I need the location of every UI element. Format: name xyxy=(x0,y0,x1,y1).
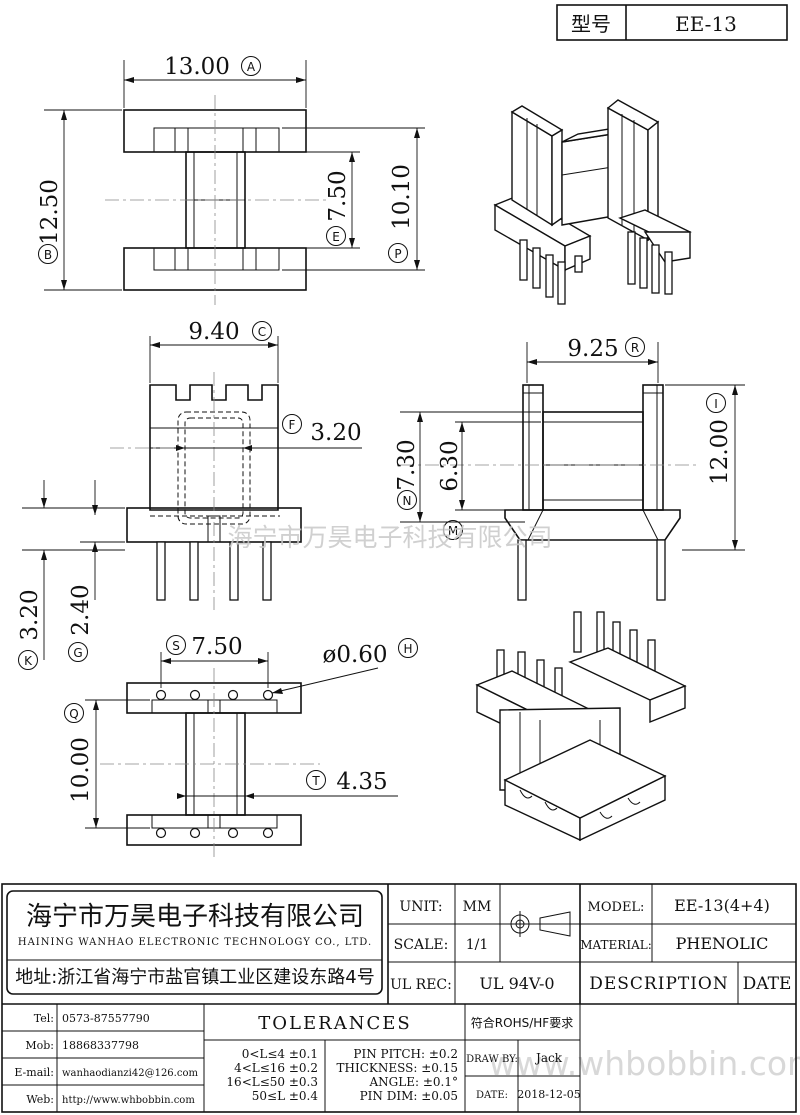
front-width-value: 9.40 xyxy=(188,319,239,345)
bottom-height-value: 10.00 xyxy=(68,737,94,803)
tol-length-row-4: 50≤L ±0.4 xyxy=(252,1089,319,1103)
top-width-ref: A xyxy=(247,60,256,74)
contact-web-value: http://www.whbobbin.com xyxy=(62,1095,195,1106)
date-label: DATE xyxy=(743,974,792,994)
scale-value: 1/1 xyxy=(466,937,489,953)
tol-length-row-3: 16<L≤50 ±0.3 xyxy=(226,1075,318,1089)
bottom-pindia-value: ø0.60 xyxy=(322,642,387,668)
front-pinlen-value: 2.40 xyxy=(68,584,94,635)
type-value: EE-13 xyxy=(675,12,737,36)
model-label: MODEL: xyxy=(588,900,645,915)
side-width-value: 9.25 xyxy=(567,336,618,362)
description-label: DESCRIPTION xyxy=(589,974,729,994)
tol-other-row-3: ANGLE: ±0.1° xyxy=(369,1075,458,1089)
unit-label: UNIT: xyxy=(399,899,442,915)
side-winouter-ref: N xyxy=(403,494,412,508)
side-wininner-value: 6.30 xyxy=(437,440,463,491)
drawby-label: DRAW BY: xyxy=(466,1054,518,1065)
date-row-value: 2018-12-05 xyxy=(517,1088,580,1101)
contact-web-label: Web: xyxy=(26,1093,54,1106)
top-height-value: 12.50 xyxy=(37,179,63,245)
unit-value: MM xyxy=(463,899,492,915)
tol-length-row-2: 4<L≤16 ±0.2 xyxy=(234,1061,318,1075)
bottom-core-ref: T xyxy=(311,774,320,788)
front-slot-ref: F xyxy=(289,418,296,432)
title-block: 海宁市万昊电子科技有限公司 HAINING WANHAO ELECTRONIC … xyxy=(1,883,797,1113)
bottom-height-ref: Q xyxy=(69,707,78,721)
company-name-cn: 海宁市万昊电子科技有限公司 xyxy=(26,902,364,932)
front-baseh-ref: K xyxy=(24,654,33,668)
front-width-ref: C xyxy=(258,325,266,339)
top-inner-value: 7.50 xyxy=(325,170,351,221)
contact-tel-label: Tel: xyxy=(34,1012,54,1025)
front-baseh-value: 3.20 xyxy=(17,589,43,640)
tol-other-row-1: PIN PITCH: ±0.2 xyxy=(353,1047,458,1061)
top-flange-ref: P xyxy=(394,247,401,261)
front-slot-value: 3.20 xyxy=(310,420,361,446)
side-width-ref: R xyxy=(631,341,639,355)
side-view: 9.25 R 12.00 I 7.30 N 6.30 M xyxy=(394,336,745,601)
contact-mob-label: Mob: xyxy=(25,1039,54,1052)
header-box: 型号 EE-13 xyxy=(556,4,788,41)
ulrec-value: UL 94V-0 xyxy=(479,974,554,993)
material-label: MATERIAL: xyxy=(580,938,652,952)
isometric-view-bottom xyxy=(475,611,687,842)
bottom-pitch-value: 7.50 xyxy=(191,634,242,660)
top-width-value: 13.00 xyxy=(164,54,230,80)
ulrec-label: UL REC: xyxy=(390,977,452,993)
rohs-note: 符合ROHS/HF要求 xyxy=(471,1015,573,1030)
tol-other-row-2: THICKNESS: ±0.15 xyxy=(337,1061,458,1075)
contact-mob-value: 18868337798 xyxy=(62,1039,139,1052)
tol-other-row-4: PIN DIM: ±0.05 xyxy=(360,1089,458,1103)
side-wininner-ref: M xyxy=(448,524,458,538)
bottom-pitch-ref: S xyxy=(172,639,180,653)
front-pinlen-ref: G xyxy=(73,646,82,660)
top-flange-value: 10.10 xyxy=(389,164,415,230)
contact-email-value: wanhaodianzi42@126.com xyxy=(62,1068,198,1079)
date-row-label: DATE: xyxy=(476,1090,508,1101)
side-height-value: 12.00 xyxy=(707,419,733,485)
top-height-ref: B xyxy=(44,248,52,262)
side-winouter-value: 7.30 xyxy=(394,439,420,490)
contact-email-label: E-mail: xyxy=(14,1066,54,1079)
contact-tel-value: 0573-87557790 xyxy=(62,1012,150,1025)
watermark-center: 海宁市万昊电子科技有限公司 xyxy=(227,523,552,552)
projection-symbol xyxy=(507,911,571,937)
company-address: 地址:浙江省海宁市盐官镇工业区建设东路4号 xyxy=(15,967,375,988)
side-height-ref: I xyxy=(714,397,718,411)
bottom-pindia-ref: H xyxy=(403,642,412,656)
material-value: PHENOLIC xyxy=(676,934,769,953)
model-value: EE-13(4+4) xyxy=(674,896,770,915)
front-view: 9.40 C F 3.20 3.20 K 2.40 G xyxy=(17,319,362,670)
scale-label: SCALE: xyxy=(394,937,449,953)
tolerances-title: TOLERANCES xyxy=(258,1013,411,1034)
isometric-view-top xyxy=(493,99,692,305)
top-inner-ref: E xyxy=(332,230,340,244)
drawby-value: Jack xyxy=(534,1051,563,1065)
bottom-view: S 7.50 ø0.60 H 10.00 Q T 4.35 xyxy=(64,634,418,860)
type-label: 型号 xyxy=(571,12,611,36)
tol-length-row-1: 0<L≤4 ±0.1 xyxy=(242,1047,318,1061)
bottom-core-value: 4.35 xyxy=(336,769,387,795)
top-view: 13.00 A 12.50 B 7.50 E 10.10 P xyxy=(37,54,425,305)
company-name-en: HAINING WANHAO ELECTRONIC TECHNOLOGY CO.… xyxy=(18,937,372,948)
